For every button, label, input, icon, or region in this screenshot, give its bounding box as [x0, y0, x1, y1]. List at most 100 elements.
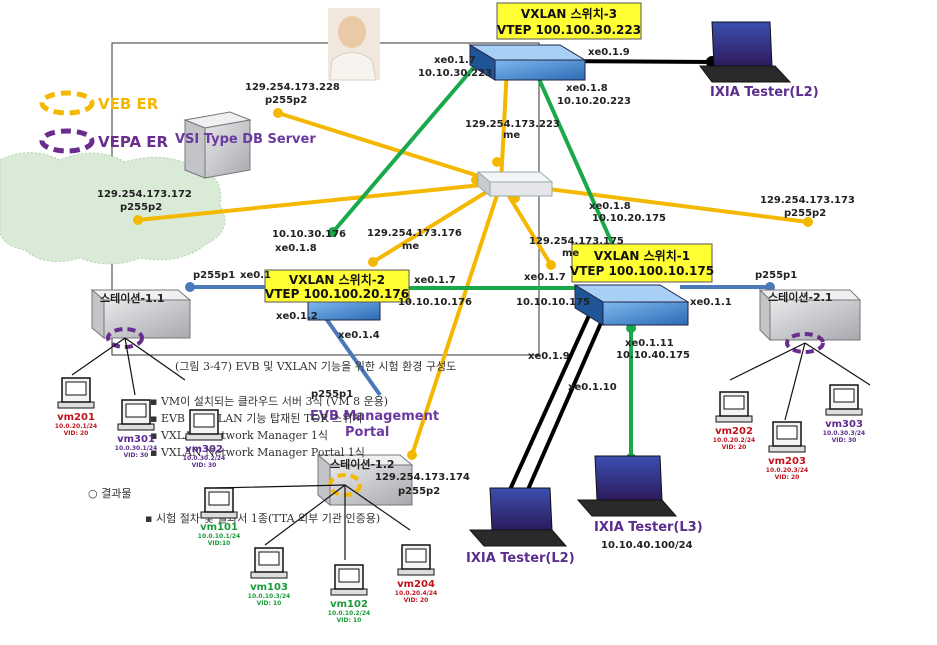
vm-name: vm202	[715, 426, 753, 437]
vm-vid: VID: 20	[404, 597, 429, 604]
evb-portal-label-2: Portal	[345, 425, 389, 440]
management-links	[137, 66, 809, 456]
vm-ip: 10.0.20.1/24	[55, 423, 97, 430]
label: xe0.1.4	[338, 330, 380, 341]
vm-name: vm103	[250, 582, 288, 593]
vm-screen	[208, 491, 230, 506]
legend: VEB ER VEPA ER	[39, 90, 169, 154]
label: 10.10.20.175	[592, 213, 666, 224]
station-1-1-label: 스테이션-1.1	[100, 291, 165, 305]
vm-ip: 10.0.10.3/24	[248, 593, 290, 600]
vm-name: vm102	[330, 599, 368, 610]
vm-screen	[338, 568, 360, 583]
management-hub	[476, 170, 554, 198]
label: 10.10.10.175	[516, 297, 590, 308]
vm-connection-lines	[71, 337, 871, 560]
label: me	[562, 248, 579, 259]
label: xe0.1.9	[588, 47, 630, 58]
vm-vid: VID: 30	[832, 437, 857, 444]
label: 129.254.173.173	[760, 195, 855, 206]
label: xe0.1.7	[414, 275, 456, 286]
vm-name: vm302	[185, 444, 223, 455]
label: xe0.1.9	[528, 351, 570, 362]
tester-l3-label: IXIA Tester(L3)	[594, 520, 703, 535]
label: 129.254.173.172	[97, 189, 192, 200]
vm-vid: VID: 30	[124, 452, 149, 459]
bullet-2: ▪ EVB 및 VXLAN 기능 탑재된 TOR 스위치	[150, 412, 362, 425]
label: 129.254.173.176	[367, 228, 462, 239]
label: 10.10.10.176	[398, 297, 472, 308]
label: xe0.1.11	[625, 338, 674, 349]
label: xe0.1.7	[434, 55, 476, 66]
bullet-3: ▪ VXLAN Network Manager 1식	[150, 429, 328, 442]
label: xe0.1.10	[568, 382, 617, 393]
label: xe0.1.8	[275, 243, 317, 254]
label: 10.10.30.223	[418, 68, 492, 79]
db-server: VSI Type DB Server	[175, 111, 316, 179]
vm-name: vm101	[200, 522, 238, 533]
vm-ip: 10.0.20.3/24	[766, 467, 808, 474]
station-2-1: 스테이션-2.1	[758, 288, 862, 354]
vm-vid: VID:10	[208, 540, 231, 547]
label: p255p2	[784, 208, 826, 219]
vxlan-switch-2: VXLAN 스위치-2 VTEP 100.100.20.176	[264, 269, 410, 321]
ixia-tester-l2-bottom: IXIA Tester(L2)	[466, 487, 575, 566]
vm-ip: 10.0.20.4/24	[395, 590, 437, 597]
label: me	[402, 241, 419, 252]
vm-vid: VID: 10	[257, 600, 282, 607]
label: 10.10.30.176	[272, 229, 346, 240]
label: xe0.1.8	[589, 201, 631, 212]
db-server-label: VSI Type DB Server	[175, 132, 316, 147]
vm-ip: 10.0.30.1/24	[115, 445, 157, 452]
vm-name: vm303	[825, 419, 863, 430]
port-labels: xe0.1.7 10.10.30.223 xe0.1.9 xe0.1.8 10.…	[97, 47, 855, 497]
tester-l2-bottom-label: IXIA Tester(L2)	[466, 551, 575, 566]
vm-keyboard	[715, 415, 753, 423]
label: 129.254.173.223	[465, 119, 560, 130]
vm-keyboard	[117, 423, 155, 431]
vepa-legend-swatch	[39, 128, 95, 154]
vm-ip: 10.0.10.2/24	[328, 610, 370, 617]
cloud-shape	[0, 152, 226, 265]
tester-l2-top-label: IXIA Tester(L2)	[710, 85, 819, 100]
label: me	[503, 130, 520, 141]
switch3-title: VXLAN 스위치-3	[521, 6, 617, 21]
vm-keyboard	[330, 588, 368, 596]
results-heading: ○ 결과물	[88, 487, 131, 500]
label: xe0.1.1	[690, 297, 732, 308]
switch2-title: VXLAN 스위치-2	[289, 272, 385, 287]
switch3-vtep: VTEP 100.100.30.223	[497, 23, 641, 37]
station-1-2-label: 스테이션-1.2	[330, 457, 395, 471]
vm-ip: 10.0.30.3/24	[823, 430, 865, 437]
vepa-legend-label: VEPA ER	[98, 133, 169, 151]
label: xe0.1.2	[276, 311, 318, 322]
veb-legend-label: VEB ER	[98, 95, 159, 113]
tester-l3-ip: 10.10.40.100/24	[601, 540, 693, 551]
vm-keyboard	[397, 568, 435, 576]
ixia-tester-l3: IXIA Tester(L3) 10.10.40.100/24	[576, 455, 703, 551]
vm-keyboard	[250, 571, 288, 579]
station-2-1-label: 스테이션-2.1	[768, 290, 833, 304]
vm-screen	[833, 388, 855, 403]
switch1-vtep: VTEP 100.100.10.175	[570, 264, 714, 278]
veb-legend-swatch	[39, 90, 95, 116]
vm-vid: VID: 20	[722, 444, 747, 451]
bullet-4: ▪ VXLAN Network Manager Portal 1식	[150, 446, 365, 459]
ixia-tester-l2-top: IXIA Tester(L2)	[699, 21, 819, 100]
vm-screen	[258, 551, 280, 566]
vm-screen	[776, 425, 798, 440]
station-1-1: 스테이션-1.1	[90, 288, 192, 349]
vm-screen	[723, 395, 745, 410]
person-image	[328, 8, 380, 81]
vm-screen	[125, 403, 147, 418]
vm-screen	[405, 548, 427, 563]
label: 10.10.40.175	[616, 350, 690, 361]
